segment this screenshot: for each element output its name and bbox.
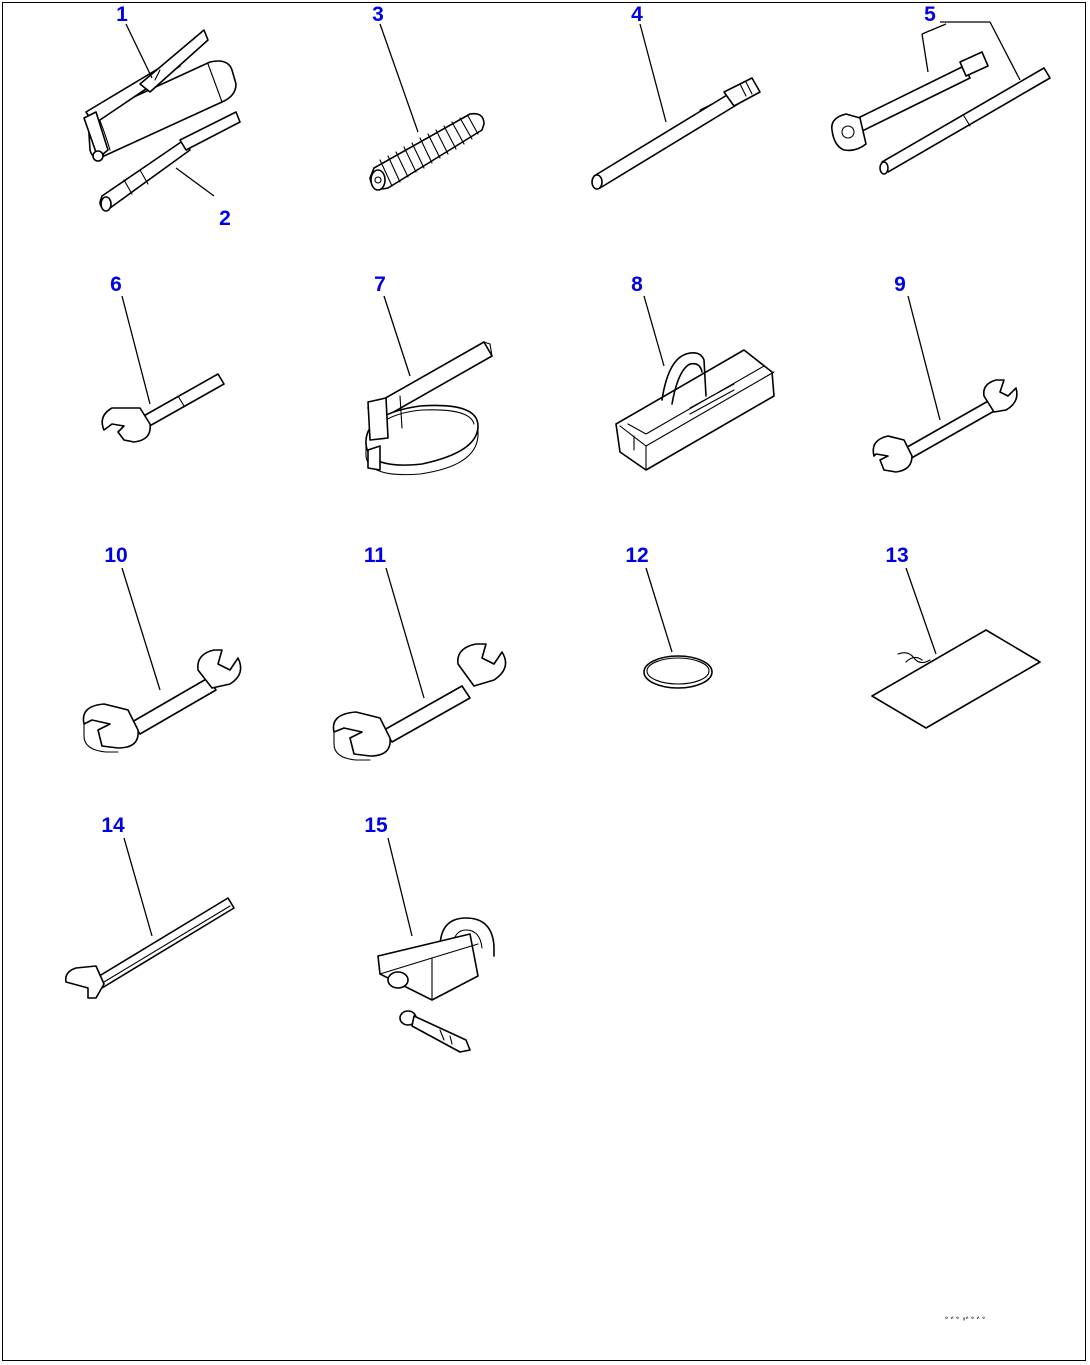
callout-5: 5 <box>924 3 936 26</box>
leader-3 <box>379 23 419 133</box>
small-spanner-icon <box>101 373 225 443</box>
filter-wrench-icon <box>365 341 493 476</box>
leader-10 <box>121 567 161 691</box>
leader-5b <box>921 23 947 35</box>
callout-3: 3 <box>372 3 384 26</box>
leader-12 <box>645 567 673 653</box>
callout-1: 1 <box>116 3 128 26</box>
extension-bar-icon <box>591 77 761 190</box>
tag-card-icon <box>871 629 1041 729</box>
callout-6: 6 <box>110 273 122 296</box>
leader-9 <box>907 295 941 421</box>
leader-1 <box>125 23 153 79</box>
leader-11 <box>385 567 425 699</box>
spanner-icon-11 <box>332 643 507 761</box>
padlock-with-key-icon <box>377 917 495 1053</box>
socket-wrench-set-icon <box>830 51 1051 175</box>
callout-10: 10 <box>104 544 128 567</box>
hook-spanner-icon <box>64 897 235 999</box>
tool-box-icon <box>615 349 775 471</box>
coil-spring-icon <box>369 112 485 191</box>
leader-lines <box>121 21 1021 937</box>
spanner-icon-10 <box>82 649 242 753</box>
leader-6 <box>121 295 151 405</box>
leader-7 <box>383 295 411 377</box>
callout-9: 9 <box>894 273 906 296</box>
grease-gun-icon <box>83 29 237 162</box>
drawing-code: ﾞﾞﾞ'ﾞﾞﾞﾞ <box>945 1316 989 1329</box>
callout-12: 12 <box>625 544 649 567</box>
callout-15: 15 <box>364 814 388 837</box>
callout-14: 14 <box>101 814 125 837</box>
callout-8: 8 <box>631 273 643 296</box>
grease-nozzle-icon <box>99 111 241 212</box>
callout-4: 4 <box>631 3 643 26</box>
o-ring-icon <box>643 655 713 689</box>
leader-13 <box>905 567 937 655</box>
callout-2: 2 <box>219 207 231 230</box>
leader-15 <box>387 837 413 937</box>
leader-5d <box>989 21 1021 81</box>
leader-8 <box>643 295 665 367</box>
leader-5c <box>921 33 929 73</box>
callout-11: 11 <box>363 544 387 567</box>
callout-7: 7 <box>374 273 386 296</box>
spanner-icon <box>872 379 1018 473</box>
leader-2 <box>175 167 215 197</box>
callout-13: 13 <box>885 544 909 567</box>
leader-4 <box>639 23 667 123</box>
leader-14 <box>123 837 153 937</box>
